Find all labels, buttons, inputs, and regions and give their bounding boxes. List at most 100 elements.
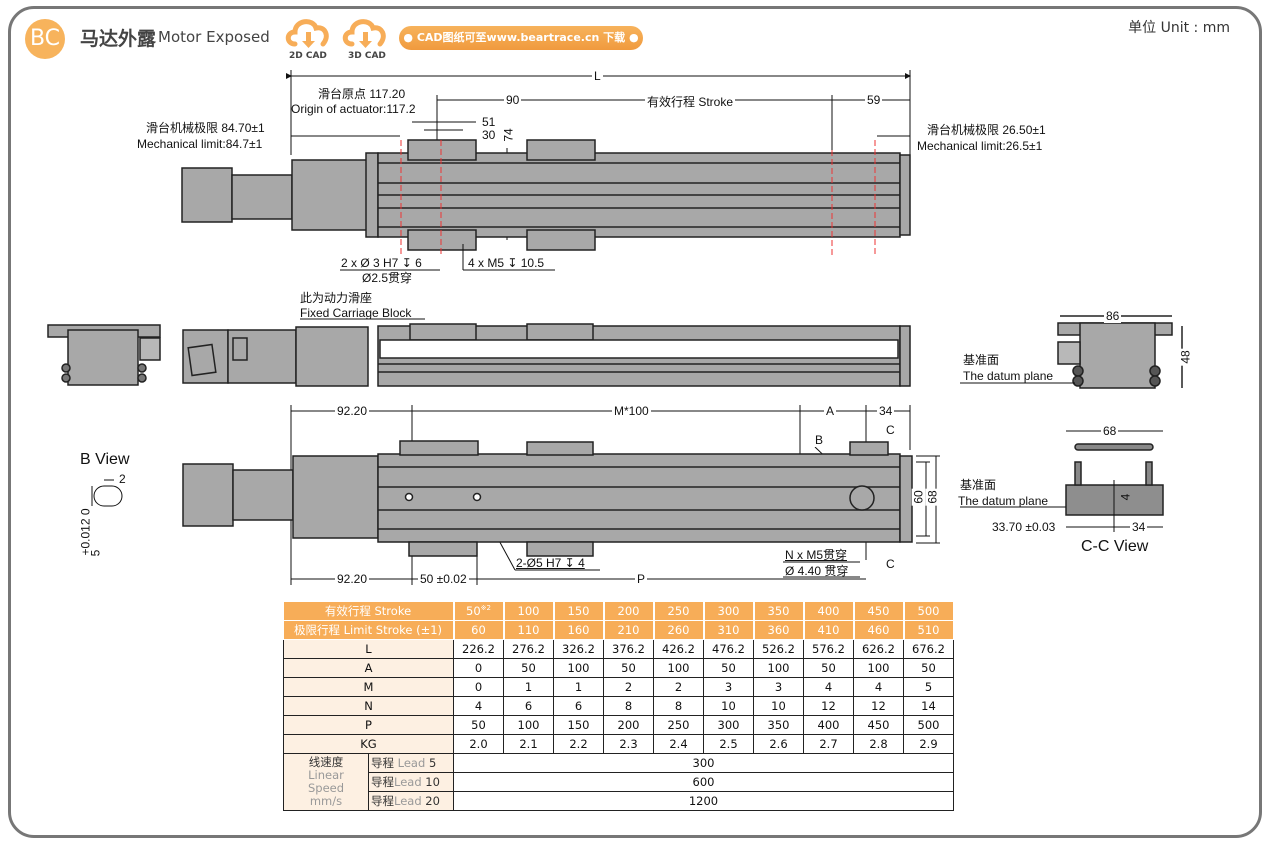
dim-51: 51 bbox=[480, 115, 498, 129]
dim-p: P bbox=[635, 572, 648, 586]
dim-92-top: 92.20 bbox=[335, 404, 370, 418]
table-cell: 8 bbox=[653, 696, 704, 716]
stroke-cell: 150 bbox=[553, 602, 605, 621]
table-cell: 14 bbox=[903, 696, 954, 716]
table-cell: 2 bbox=[603, 677, 654, 697]
stroke-label: 有效行程 Stroke bbox=[645, 93, 736, 110]
stroke-cell: 50※2 bbox=[453, 602, 505, 621]
table-cell: 3 bbox=[753, 677, 804, 697]
dim-a: A bbox=[824, 404, 837, 418]
cad-3d-label: 3D CAD bbox=[348, 51, 386, 61]
stroke-cell: 200 bbox=[603, 602, 655, 621]
dim-60: 60 bbox=[911, 488, 926, 506]
cc-dim-68: 68 bbox=[1101, 424, 1119, 438]
stroke-cell: 350 bbox=[753, 602, 805, 621]
speed-value: 1200 bbox=[453, 791, 954, 811]
dim-68: 68 bbox=[925, 488, 940, 506]
table-cell: 676.2 bbox=[903, 639, 954, 659]
datum-label-cn: 基准面 bbox=[963, 353, 1000, 367]
cad-2d-label: 2D CAD bbox=[289, 51, 327, 61]
table-cell: 376.2 bbox=[603, 639, 654, 659]
table-cell: 2.9 bbox=[903, 734, 954, 754]
table-cell: 276.2 bbox=[503, 639, 554, 659]
table-cell: 2.3 bbox=[603, 734, 654, 754]
mech-limit-left-cn: 滑台机械极限 84.70±1 bbox=[146, 121, 265, 135]
table-cell: 2.5 bbox=[703, 734, 754, 754]
table-cell: 10 bbox=[753, 696, 804, 716]
table-cell: 300 bbox=[703, 715, 754, 735]
row-label: P bbox=[283, 715, 454, 735]
table-cell: 6 bbox=[553, 696, 604, 716]
table-row-stroke: 有效行程 Stroke 50※2 100 150 200 250 300 350… bbox=[283, 602, 955, 621]
cloud-download-icon bbox=[342, 19, 386, 48]
table-cell: 12 bbox=[803, 696, 854, 716]
limit-cell: 260 bbox=[653, 620, 705, 640]
table-cell: 50 bbox=[603, 658, 654, 678]
b-view-slot bbox=[91, 479, 123, 507]
carriage-label-en: Fixed Carriage Block bbox=[300, 306, 412, 320]
table-cell: 476.2 bbox=[703, 639, 754, 659]
stroke-cell: 300 bbox=[703, 602, 755, 621]
table-row-speed: 导程Lead 10 600 bbox=[284, 772, 954, 792]
dim-34: 34 bbox=[877, 404, 895, 418]
table-row-speed: 线速度 Linear Speed mm/s 导程 Lead 5 300 bbox=[283, 753, 954, 811]
table-cell: 350 bbox=[753, 715, 804, 735]
page-frame bbox=[8, 6, 1262, 838]
mech-limit-left-en: Mechanical limit:84.7±1 bbox=[137, 137, 263, 151]
table-row-limit: 极限行程 Limit Stroke (±1) 60 110 160 210 26… bbox=[283, 620, 955, 640]
cc-dim-34: 34 bbox=[1130, 520, 1148, 534]
table-cell: 626.2 bbox=[853, 639, 904, 659]
limit-cell: 460 bbox=[853, 620, 905, 640]
table-cell: 8 bbox=[603, 696, 654, 716]
cc-dim-33: 33.70 ±0.03 bbox=[990, 520, 1058, 534]
stroke-cell: 250 bbox=[653, 602, 705, 621]
hole-note-m5: 4 x M5 ↧ 10.5 bbox=[468, 256, 545, 270]
row-label: N bbox=[283, 696, 454, 716]
origin-label-cn: 滑台原点 117.20 bbox=[318, 87, 406, 101]
table-cell: 100 bbox=[753, 658, 804, 678]
cc-view-title: C-C View bbox=[1081, 538, 1149, 555]
table-cell: 50 bbox=[803, 658, 854, 678]
table-cell: 326.2 bbox=[553, 639, 604, 659]
table-cell: 426.2 bbox=[653, 639, 704, 659]
n-note-dia: Ø 4.40 贯穿 bbox=[785, 564, 849, 578]
hole-note-through: Ø2.5贯穿 bbox=[362, 271, 413, 285]
limit-cell: 160 bbox=[553, 620, 605, 640]
technical-drawing bbox=[47, 70, 1183, 585]
dim-m: M*100 bbox=[612, 404, 651, 418]
stroke-cell: 450 bbox=[853, 602, 905, 621]
b-view-title: B View bbox=[80, 451, 130, 468]
download-link[interactable]: ● CAD图纸可至www.beartrace.cn 下载 ● bbox=[399, 26, 643, 50]
speed-value: 300 bbox=[453, 753, 954, 773]
unit-label: 单位 Unit : mm bbox=[1128, 20, 1230, 36]
cad-2d-download[interactable]: 2D CAD bbox=[283, 14, 335, 62]
mech-limit-right-cn: 滑台机械极限 26.50±1 bbox=[927, 123, 1046, 137]
table-cell: 2.4 bbox=[653, 734, 704, 754]
table-cell: 5 bbox=[903, 677, 954, 697]
side-view bbox=[182, 323, 911, 387]
table-cell: 2.8 bbox=[853, 734, 904, 754]
page-title-en: Motor Exposed bbox=[158, 28, 270, 46]
table-cell: 100 bbox=[503, 715, 554, 735]
cad-3d-download[interactable]: 3D CAD bbox=[340, 14, 392, 62]
table-cell: 3 bbox=[703, 677, 754, 697]
table-cell: 100 bbox=[853, 658, 904, 678]
table-cell: 150 bbox=[553, 715, 604, 735]
dim-50: 50 ±0.02 bbox=[418, 572, 469, 586]
b-view-dim-2: 2 bbox=[119, 472, 126, 486]
row-label: A bbox=[283, 658, 454, 678]
dim-74: 74 bbox=[501, 126, 516, 144]
stroke-cell: 500 bbox=[903, 602, 955, 621]
lead-label: 导程Lead 10 bbox=[368, 772, 454, 792]
table-cell: 2.6 bbox=[753, 734, 804, 754]
table-cell: 0 bbox=[453, 677, 504, 697]
limit-cell: 410 bbox=[803, 620, 855, 640]
table-cell: 0 bbox=[453, 658, 504, 678]
table-cell: 2 bbox=[653, 677, 704, 697]
table-cell: 50 bbox=[903, 658, 954, 678]
table-cell: 10 bbox=[703, 696, 754, 716]
